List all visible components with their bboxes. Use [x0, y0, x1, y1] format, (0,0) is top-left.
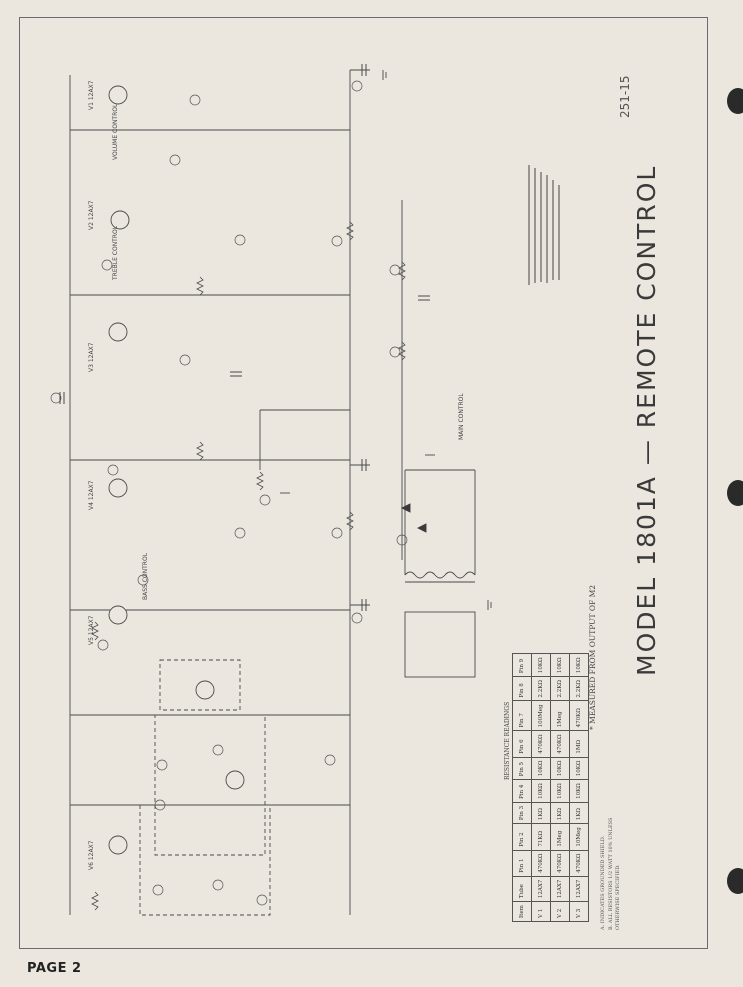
tube-label-v5: V5 12AX7 — [88, 615, 95, 646]
table-cell: 2.2KΩ — [569, 676, 589, 701]
table-cell: 100Meg — [531, 701, 551, 731]
table-cell: 10KΩ — [550, 779, 570, 803]
table-cell: 10KΩ — [531, 779, 551, 803]
page-title: MODEL 1801A — REMOTE CONTROL — [632, 164, 661, 676]
tube-label-v1: V1 12AX7 — [88, 80, 95, 111]
table-cell: 470KΩ — [550, 730, 570, 758]
table-header-cell: Pin 9 — [512, 653, 532, 677]
table-cell: 1KΩ — [531, 802, 551, 824]
table-cell: V 3 — [569, 901, 589, 922]
punch-hole-bottom — [727, 868, 743, 894]
table-cell: 470KΩ — [569, 701, 589, 731]
table-header-cell: Pin 3 — [512, 802, 532, 824]
treble-control-label: TREBLE CONTROL — [112, 225, 119, 280]
table-cell: 10KΩ — [569, 757, 589, 780]
table-cell: 1Meg — [550, 701, 570, 731]
table-cell: 2.2KΩ — [550, 676, 570, 701]
table-cell: 470KΩ — [569, 850, 589, 877]
page-number: PAGE 2 — [27, 961, 82, 976]
schematic-frame — [19, 17, 708, 949]
table-cell: 470KΩ — [550, 850, 570, 877]
note-b-cont: OTHERWISE SPECIFIED. — [615, 864, 621, 930]
punch-hole-middle — [727, 480, 743, 506]
table-cell: 10KΩ — [569, 653, 589, 677]
table-header-cell: Item — [512, 901, 532, 922]
volume-control-label: VOLUME CONTROL — [112, 103, 119, 160]
punch-hole-top — [727, 88, 743, 114]
table-header-cell: Pin 2 — [512, 823, 532, 851]
table-header-cell: Pin 8 — [512, 676, 532, 701]
tube-label-v4: V4 12AX7 — [88, 480, 95, 511]
tube-label-v2: V2 12AX7 — [88, 200, 95, 231]
table-cell: 10KΩ — [531, 757, 551, 780]
table-cell: 12AX7 — [550, 876, 570, 902]
table-cell: 10Meg — [569, 823, 589, 851]
table-cell: 12AX7 — [569, 876, 589, 902]
table-header-cell: Pin 1 — [512, 850, 532, 877]
note-b: B. ALL RESISTORS 1/2 WATT 10% UNLESS — [608, 817, 614, 930]
table-header-cell: Pin 4 — [512, 779, 532, 803]
bass-control-label: BASS CONTROL — [142, 552, 149, 600]
document-number: 251-15 — [618, 75, 632, 118]
table-cell: 470KΩ — [531, 850, 551, 877]
table-header-cell: Pin 7 — [512, 701, 532, 731]
table-cell: 1KΩ — [569, 802, 589, 824]
table-cell: 10KΩ — [550, 757, 570, 780]
table-header-cell: Tube — [512, 876, 532, 902]
table-cell: 1MΩ — [569, 730, 589, 758]
table-cell: 2.2KΩ — [531, 676, 551, 701]
tube-label-v6: V6 12AX7 — [88, 840, 95, 871]
measured-footnote: * MEASURED FROM OUTPUT OF M2 — [588, 584, 597, 730]
table-cell: 71KΩ — [531, 823, 551, 851]
table-cell: V 2 — [550, 901, 570, 922]
table-cell: 470KΩ — [531, 730, 551, 758]
main-control-label: MAIN CONTROL — [458, 393, 465, 440]
resistance-table-title: RESISTANCE READINGS — [504, 701, 511, 780]
table-header-cell: Pin 5 — [512, 757, 532, 780]
note-a: A. INDICATES GROUNDED SHIELD. — [600, 835, 606, 930]
table-cell: 10KΩ — [531, 653, 551, 677]
table-cell: 10KΩ — [569, 779, 589, 803]
table-cell: 1Meg — [550, 823, 570, 851]
table-cell: 12AX7 — [531, 876, 551, 902]
table-header-cell: Pin 6 — [512, 730, 532, 758]
table-cell: 10KΩ — [550, 653, 570, 677]
table-cell: 1KΩ — [550, 802, 570, 824]
tube-label-v3: V3 12AX7 — [88, 342, 95, 373]
table-cell: V 1 — [531, 901, 551, 922]
